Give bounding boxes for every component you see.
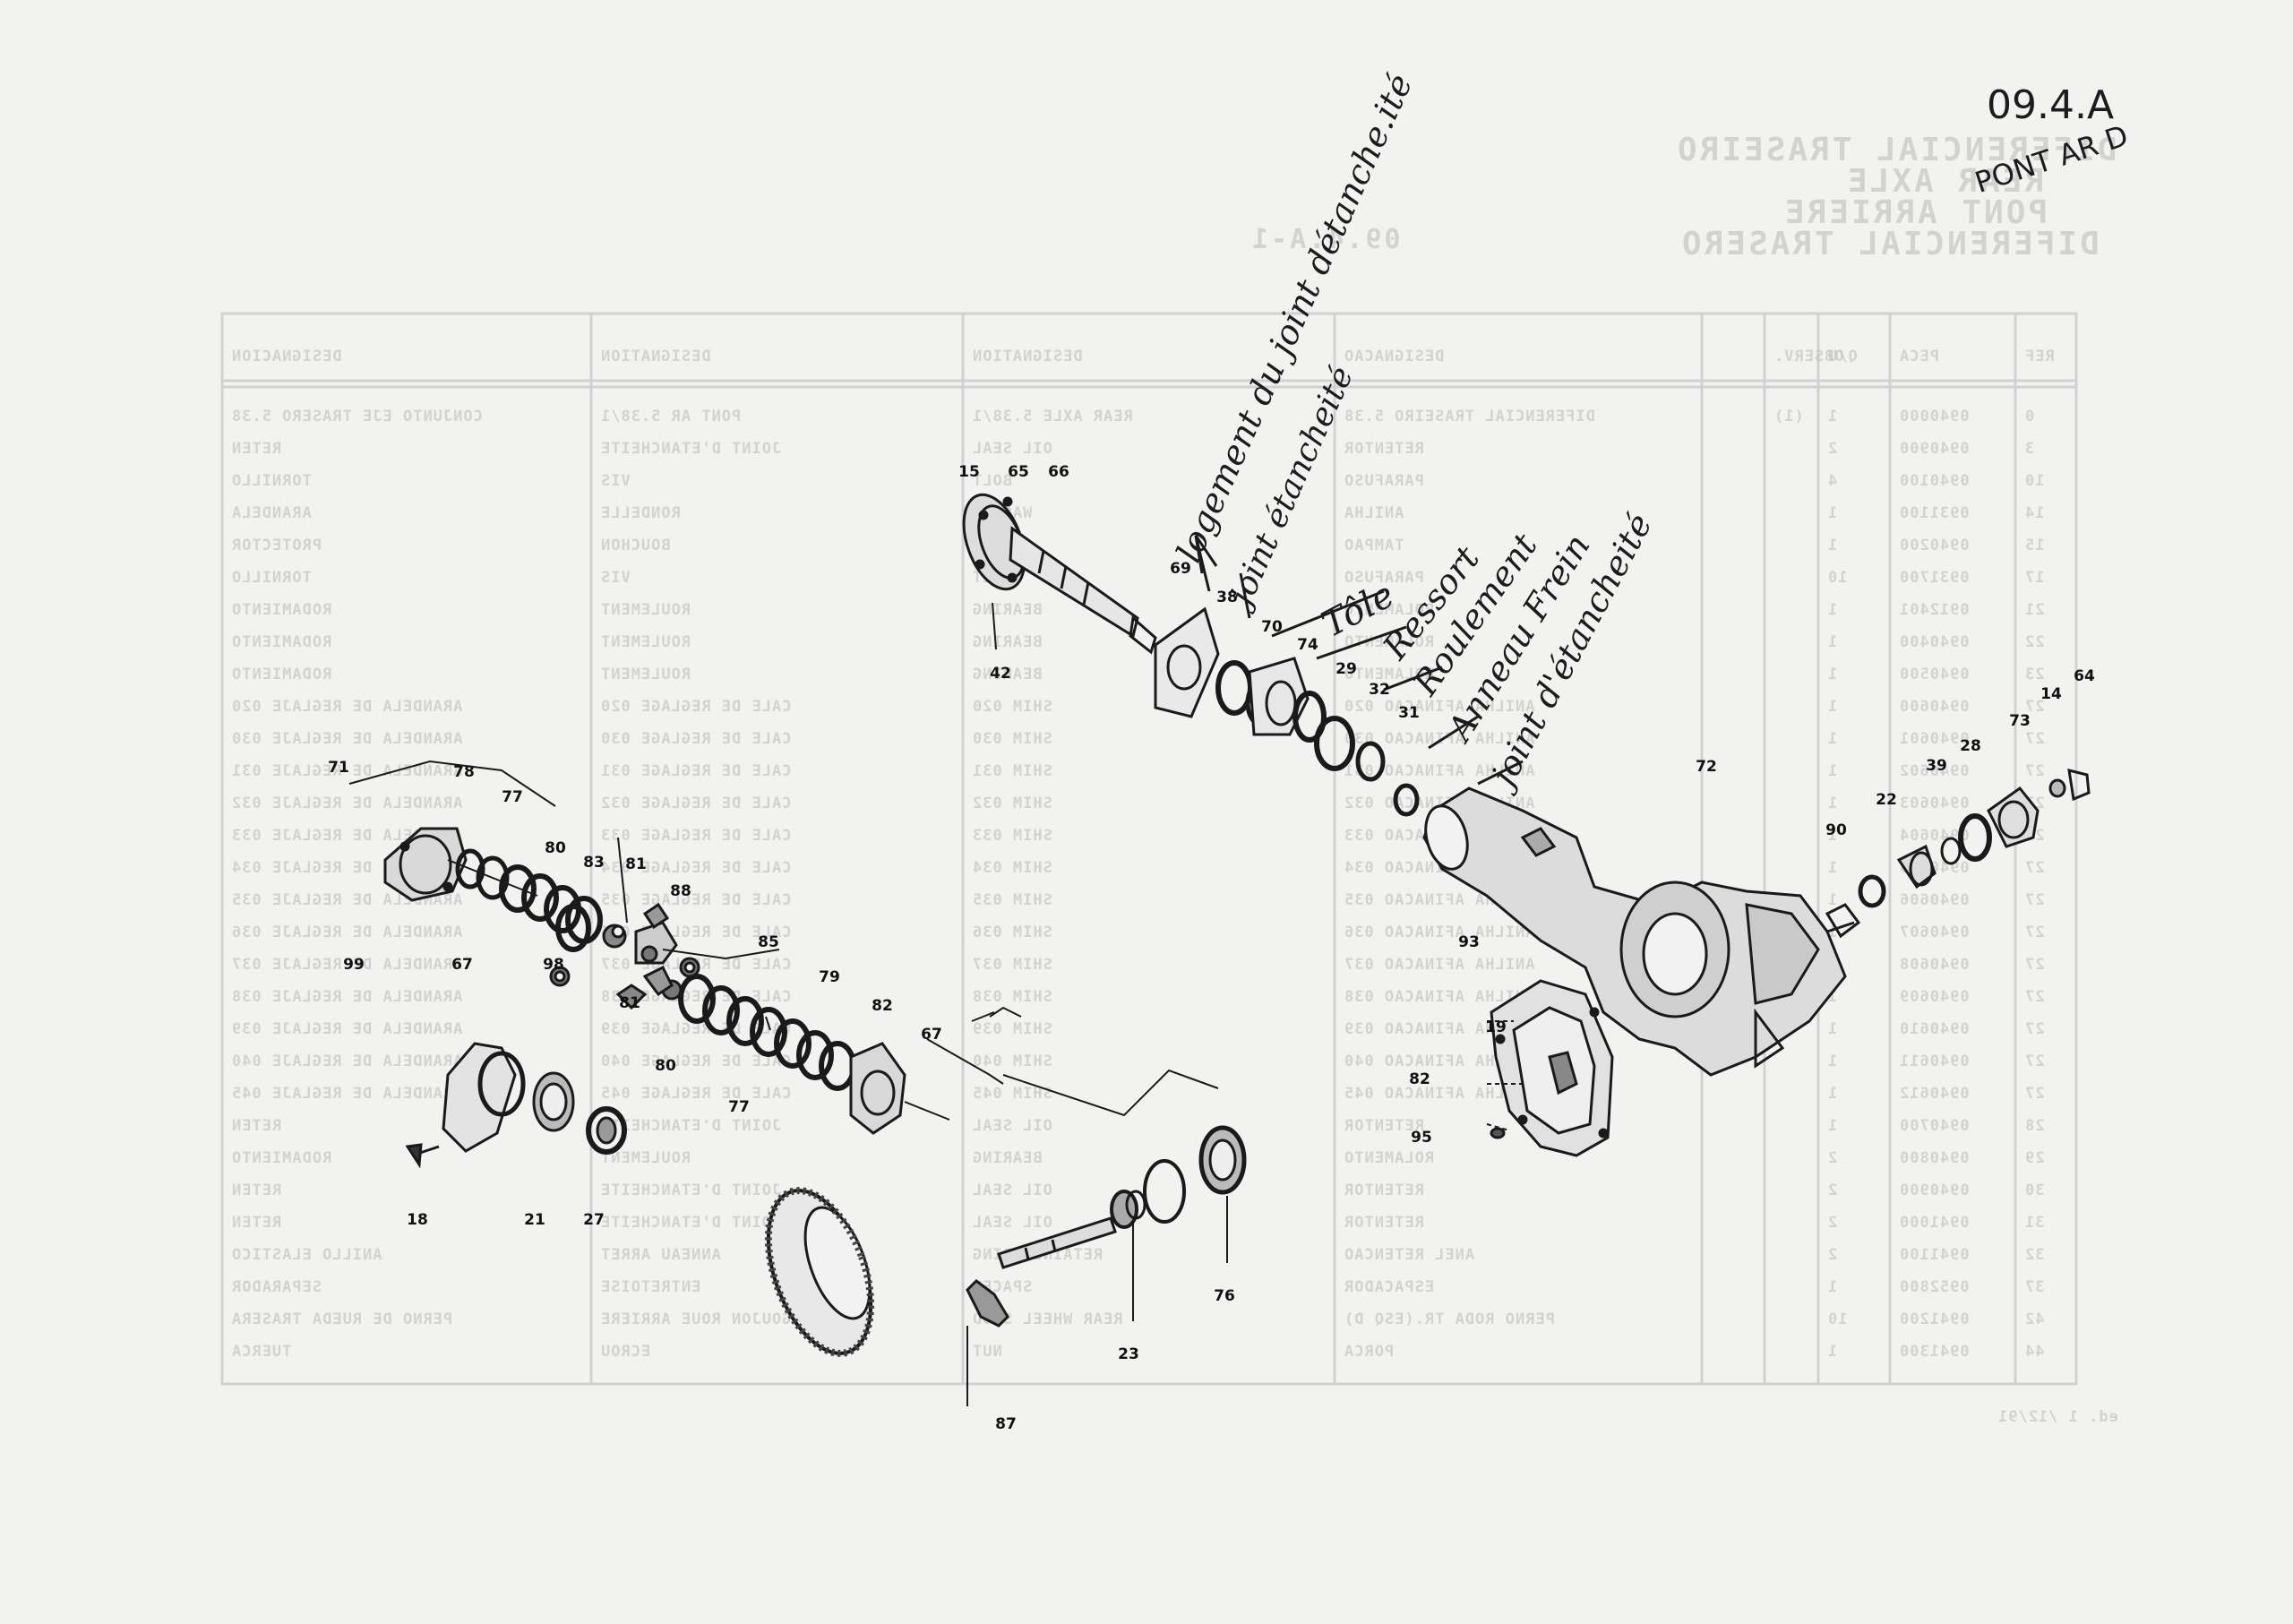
part-label: 19 [1485, 1018, 1507, 1036]
part-label: 80 [545, 839, 566, 857]
part-label: 90 [1825, 821, 1847, 839]
part-label: 64 [2074, 667, 2095, 685]
part-label: 18 [407, 1211, 428, 1229]
part-label: 67 [921, 1026, 942, 1044]
differential-carrier [383, 827, 538, 902]
part-label: 14 [2040, 685, 2062, 703]
seal-retainer-plate [1154, 606, 1220, 718]
part-label: 69 [1170, 560, 1191, 578]
part-label: 80 [655, 1057, 676, 1075]
part-label: 82 [1409, 1070, 1430, 1088]
part-label: 71 [328, 759, 349, 777]
part-label: 79 [819, 968, 840, 986]
part-label: 93 [1458, 933, 1480, 951]
part-label: 95 [1411, 1129, 1432, 1147]
part-label: 42 [990, 665, 1011, 683]
part-label: 74 [1297, 636, 1318, 654]
part-label: 87 [995, 1415, 1017, 1433]
seal-rings [1215, 657, 1420, 817]
part-label: 72 [1696, 758, 1717, 776]
annotation-arrows [1194, 535, 1524, 786]
differential-gears [549, 902, 700, 1010]
part-label: 28 [1960, 737, 1981, 755]
part-label: 70 [1261, 618, 1283, 636]
axle-housing [1422, 786, 1861, 1077]
part-label: 67 [451, 956, 473, 974]
part-label: 29 [1335, 660, 1357, 678]
part-label: 15 [958, 463, 980, 481]
part-label: 66 [1048, 463, 1069, 481]
part-label: 77 [728, 1098, 750, 1116]
part-label: 78 [453, 763, 475, 781]
part-label: 81 [619, 994, 640, 1012]
part-label: 85 [758, 933, 779, 951]
differential-shims [455, 848, 603, 952]
part-label: 31 [1398, 704, 1420, 722]
part-label: 76 [1214, 1287, 1235, 1305]
ring-gear-and-pinion [764, 1125, 1247, 1406]
differential-cover [1486, 979, 1614, 1157]
part-label: 22 [1876, 791, 1897, 809]
part-label: 88 [670, 882, 691, 900]
page-code: 09.4.A [1987, 82, 2115, 128]
left-bearing-group [405, 1042, 627, 1169]
part-label: 21 [524, 1211, 545, 1229]
bracket-lines [348, 760, 1219, 1117]
right-diff-shims [678, 974, 950, 1135]
part-label: 73 [2009, 712, 2031, 730]
part-label: 32 [1369, 681, 1390, 699]
axle-shaft [962, 493, 1157, 655]
part-label: 65 [1008, 463, 1029, 481]
part-label: 82 [872, 997, 893, 1015]
part-label: 81 [625, 855, 647, 873]
part-label: 23 [1118, 1345, 1139, 1363]
part-label: 98 [543, 956, 564, 974]
part-label: 38 [1216, 589, 1238, 606]
part-label: 27 [583, 1211, 605, 1229]
part-label: 77 [502, 788, 523, 806]
part-label: 99 [343, 956, 365, 974]
part-label: 39 [1926, 757, 1947, 775]
part-label: 83 [583, 854, 605, 872]
right-bearing-group [1858, 768, 2091, 908]
